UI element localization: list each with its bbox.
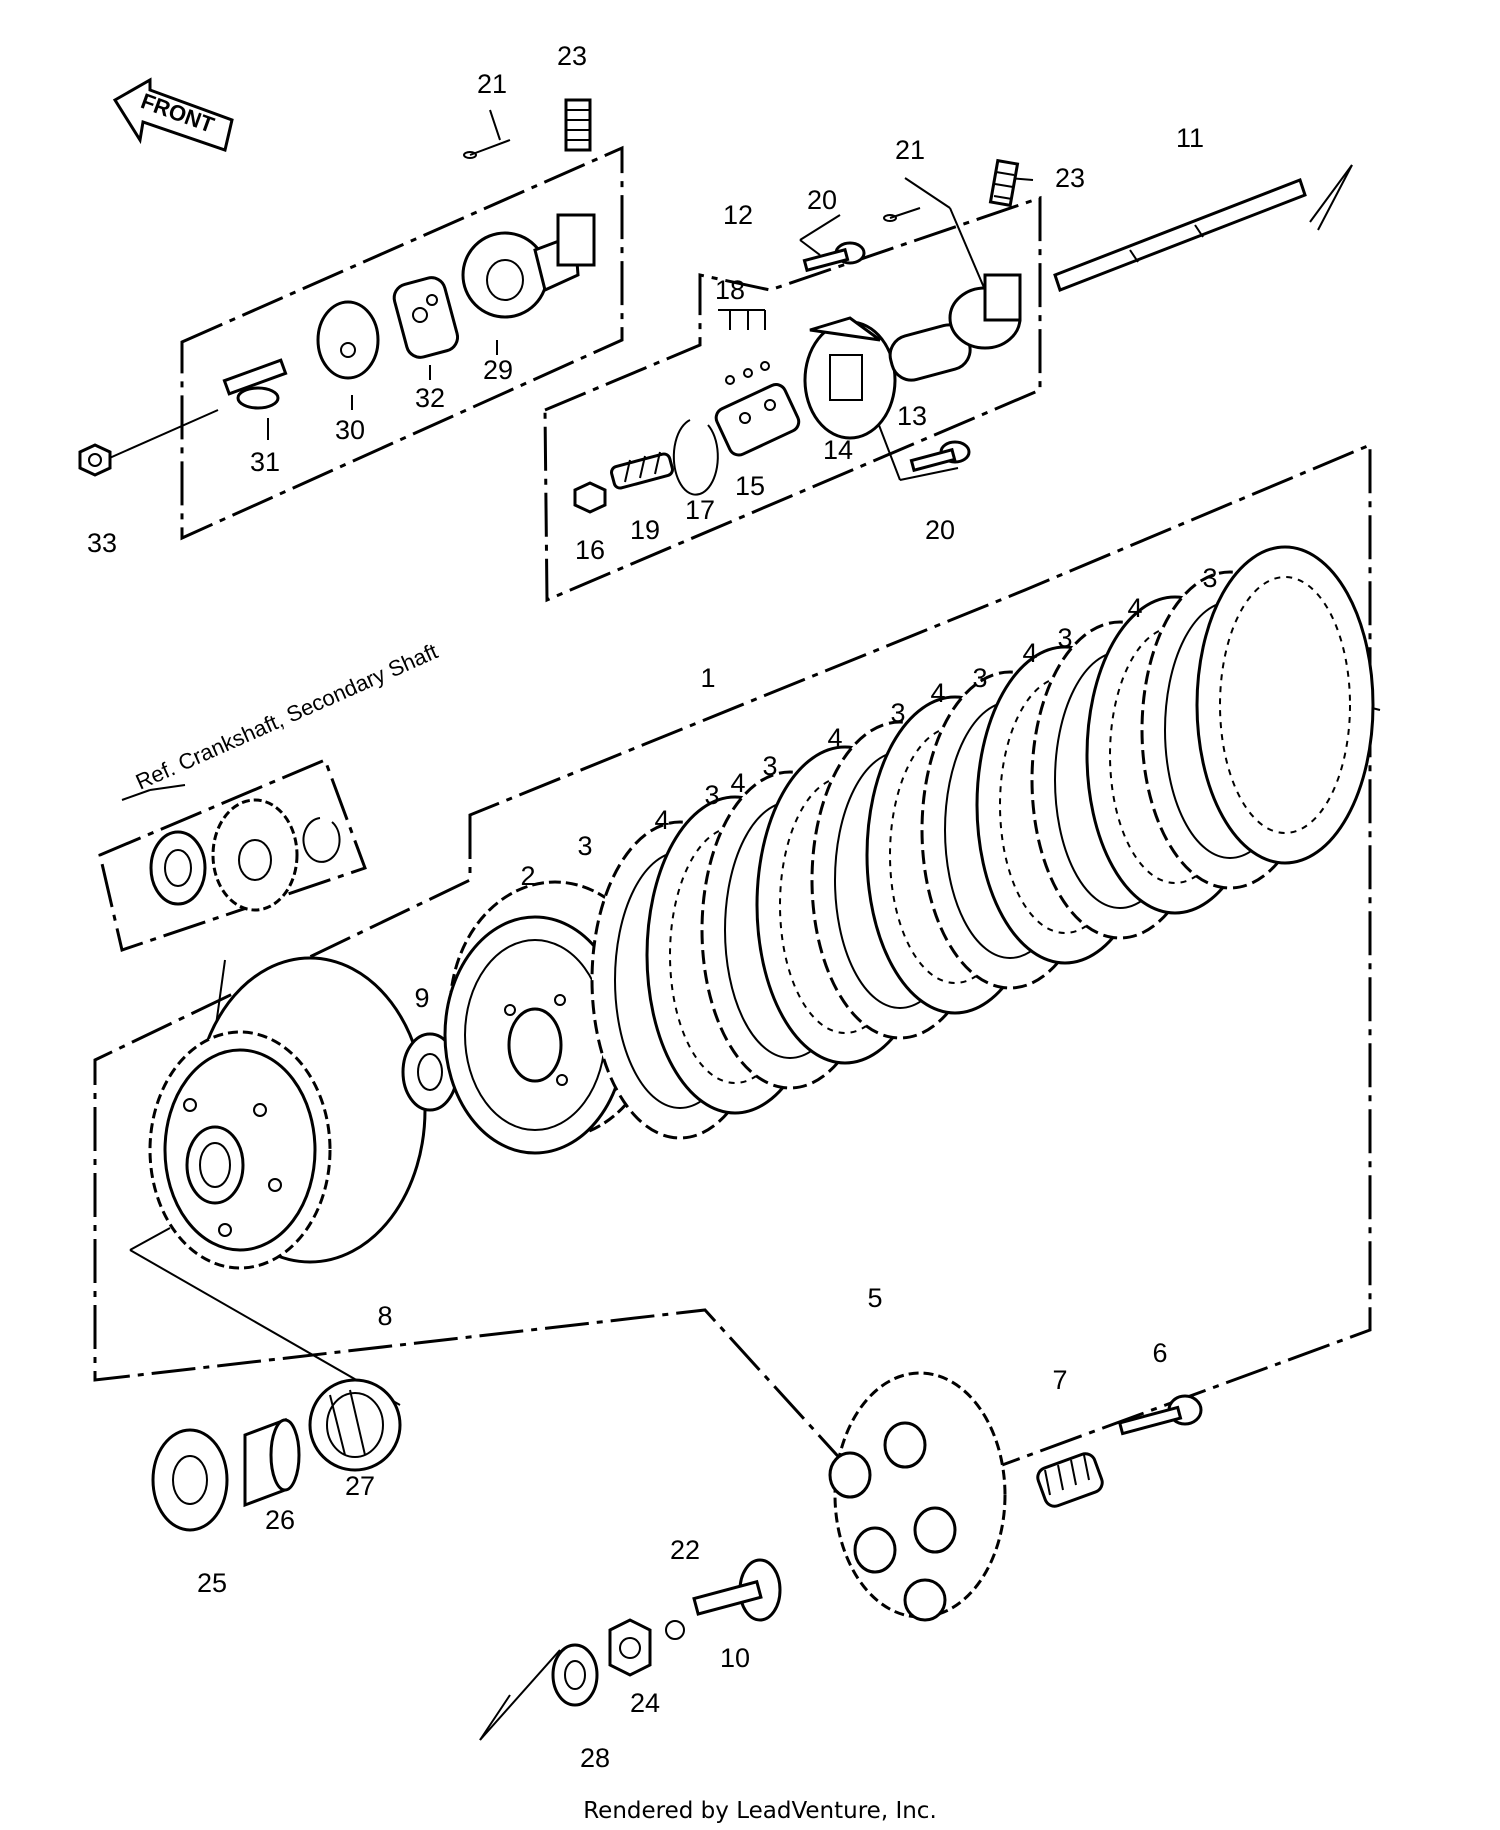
- callout-4: 4: [730, 768, 745, 798]
- pressure-plate-5: [828, 1371, 1007, 1622]
- collar-25: [151, 1428, 229, 1532]
- ball-retainer-15: [714, 383, 801, 457]
- washer-28: [551, 1643, 599, 1707]
- callout-20: 20: [925, 515, 955, 545]
- callout-27: 27: [345, 1471, 375, 1501]
- clutch-release-group-box: [543, 195, 1042, 603]
- callout-22: 22: [670, 1535, 700, 1565]
- callout-4: 4: [1127, 593, 1142, 623]
- callout-3: 3: [890, 698, 905, 728]
- callout-3: 3: [1057, 623, 1072, 653]
- balls-18: [725, 361, 770, 385]
- release-lever-group-box: [180, 145, 624, 541]
- callout-28: 28: [580, 1743, 610, 1773]
- callout-3: 3: [762, 751, 777, 781]
- clutch-housing-8: [148, 956, 427, 1270]
- callout-1: 1: [700, 663, 715, 693]
- adjusting-screw-31: [222, 358, 288, 410]
- oil-seal-ref: [149, 830, 207, 906]
- spring-23: [564, 98, 592, 152]
- callout-3: 3: [704, 780, 719, 810]
- spring-bolt-6: [1117, 1394, 1203, 1436]
- nut-16: [573, 481, 607, 514]
- plate-32: [392, 276, 460, 359]
- pusher-10: [692, 1558, 782, 1622]
- callout-5: 5: [867, 1283, 882, 1313]
- callout-30: 30: [335, 415, 365, 445]
- callout-3: 3: [577, 831, 592, 861]
- callout-23: 23: [557, 41, 587, 71]
- release-lever-29: [461, 213, 596, 319]
- callout-3: 3: [1202, 563, 1217, 593]
- cotter-pin-21: [463, 139, 511, 159]
- clutch-spring-7: [1036, 1452, 1104, 1508]
- callout-23: 23: [1055, 163, 1085, 193]
- callout-4: 4: [827, 723, 842, 753]
- release-shaft-13: [888, 273, 1022, 382]
- callout-11: 11: [1176, 123, 1204, 153]
- callout-10: 10: [720, 1643, 750, 1673]
- nut-33: [78, 443, 112, 477]
- callout-13: 13: [897, 401, 927, 431]
- callout-4: 4: [1022, 638, 1037, 668]
- callout-33: 33: [87, 528, 117, 558]
- callout-25: 25: [197, 1568, 227, 1598]
- callout-31: 31: [250, 447, 280, 477]
- circlip-17: [672, 419, 719, 496]
- callout-9: 9: [414, 983, 429, 1013]
- nut-24: [608, 1618, 652, 1677]
- release-housing-14: [803, 316, 897, 440]
- callout-8: 8: [377, 1301, 392, 1331]
- spring-23-b: [988, 158, 1020, 208]
- callout-3: 3: [972, 663, 987, 693]
- callout-2: 2: [520, 861, 535, 891]
- callout-32: 32: [415, 383, 445, 413]
- bolt-20-upper: [802, 241, 866, 273]
- bushing-26: [243, 1417, 301, 1508]
- callout-19: 19: [630, 515, 660, 545]
- callout-26: 26: [265, 1505, 295, 1535]
- cotter-pin-21-b: [883, 207, 921, 222]
- leader-lines: [104, 100, 1381, 1741]
- callout-29: 29: [483, 355, 513, 385]
- callout-16: 16: [575, 535, 605, 565]
- callout-21: 21: [477, 69, 507, 99]
- callout-18: 18: [715, 275, 745, 305]
- callout-17: 17: [685, 495, 715, 525]
- push-rod-11: [1053, 178, 1307, 292]
- bolt-20-lower: [909, 440, 971, 473]
- plate-30: [316, 300, 380, 380]
- ref-label: Ref. Crankshaft, Secondary Shaft: [132, 638, 442, 794]
- footer-credit: Rendered by LeadVenture, Inc.: [583, 1798, 937, 1824]
- callout-6: 6: [1152, 1338, 1167, 1368]
- callout-4: 4: [930, 678, 945, 708]
- callout-4: 4: [654, 805, 669, 835]
- callout-20: 20: [807, 185, 837, 215]
- callout-21: 21: [895, 135, 925, 165]
- sprocket-ref: [211, 798, 299, 912]
- crankshaft-ref-box: [98, 758, 367, 952]
- callout-7: 7: [1052, 1365, 1067, 1395]
- callout-15: 15: [735, 471, 765, 501]
- callout-24: 24: [630, 1688, 660, 1718]
- clutch-plates-stack: [590, 545, 1375, 1140]
- callout-labels: 1 2 3 3 3 3 3 3 3 4 4 4 4 4 4 5 6 7 8 9 …: [87, 41, 1218, 1773]
- o-ring-22: [665, 1620, 685, 1640]
- spring-19: [610, 451, 674, 490]
- circlip-ref: [302, 817, 341, 863]
- callout-12: 12: [723, 200, 753, 230]
- needle-bearing-27: [308, 1378, 402, 1472]
- front-arrow-icon: FRONT: [112, 77, 234, 152]
- callout-14: 14: [823, 435, 853, 465]
